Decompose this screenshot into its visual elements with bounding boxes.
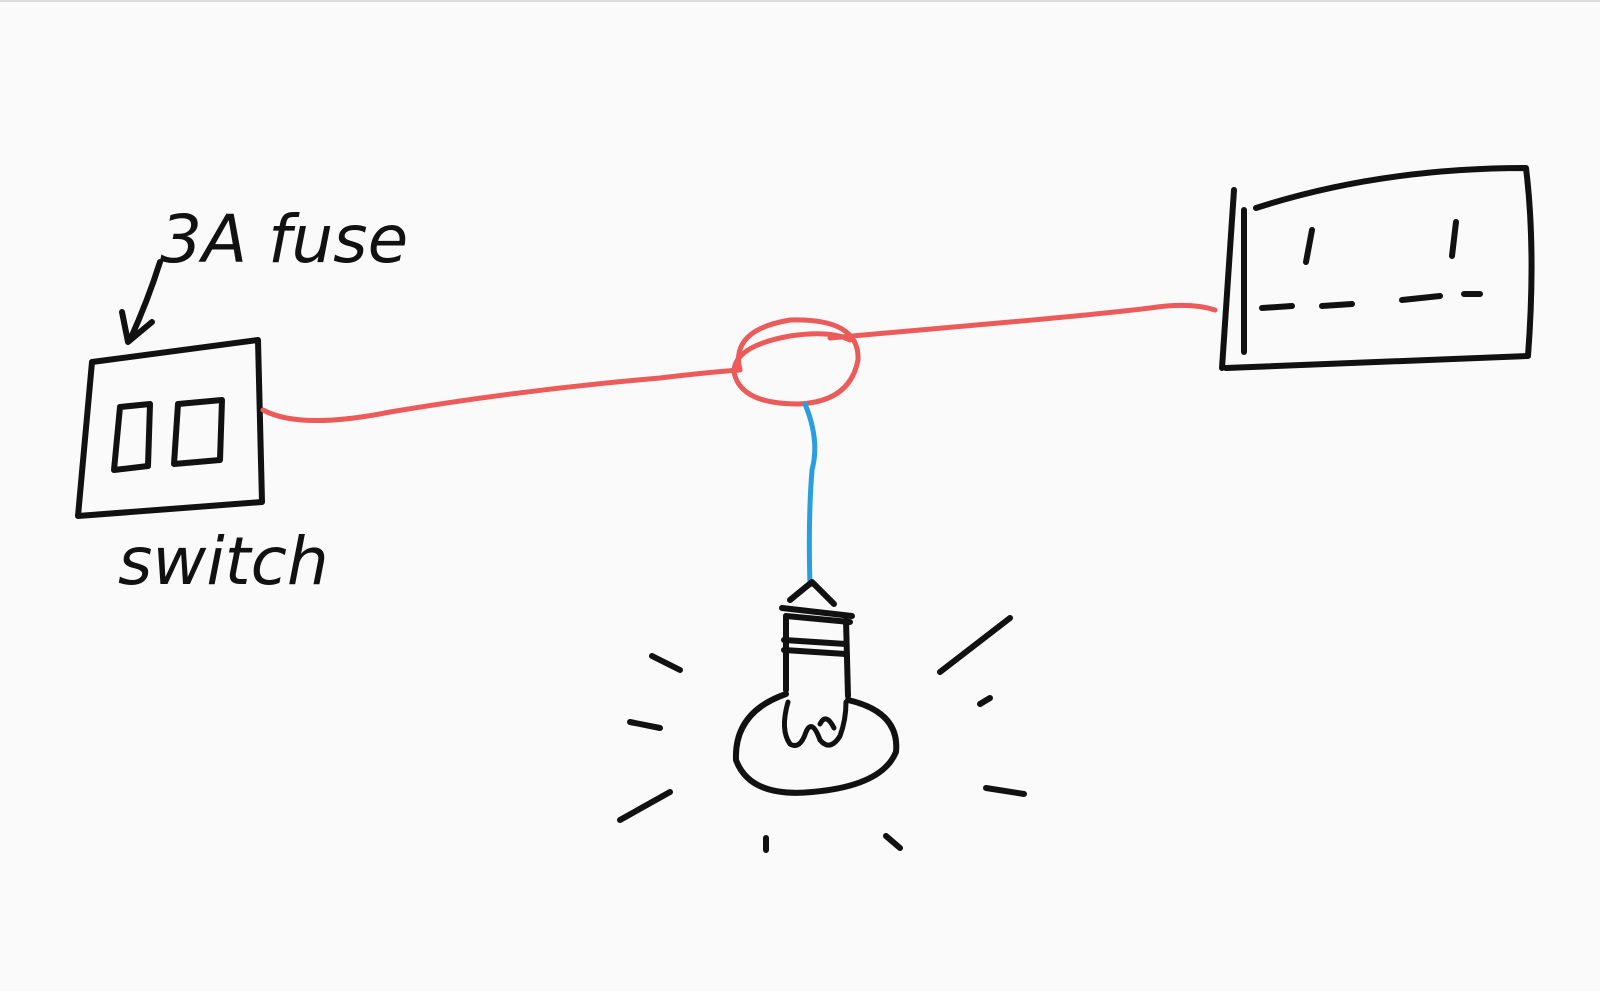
double-switch-icon: [75, 337, 265, 519]
glow-rays: [617, 615, 1027, 853]
wire-junction-to-bulb: [802, 401, 818, 588]
arrow-icon: [119, 259, 163, 345]
switch-label: switch: [118, 523, 329, 600]
light-bulb-icon: [732, 579, 900, 796]
socket-icon: [1219, 165, 1535, 371]
wire-switch-to-junction: [260, 367, 743, 423]
wire-junction-to-socket: [827, 302, 1218, 341]
fuse-label: 3A fuse: [160, 201, 408, 278]
junction-loop-icon: [731, 317, 861, 407]
